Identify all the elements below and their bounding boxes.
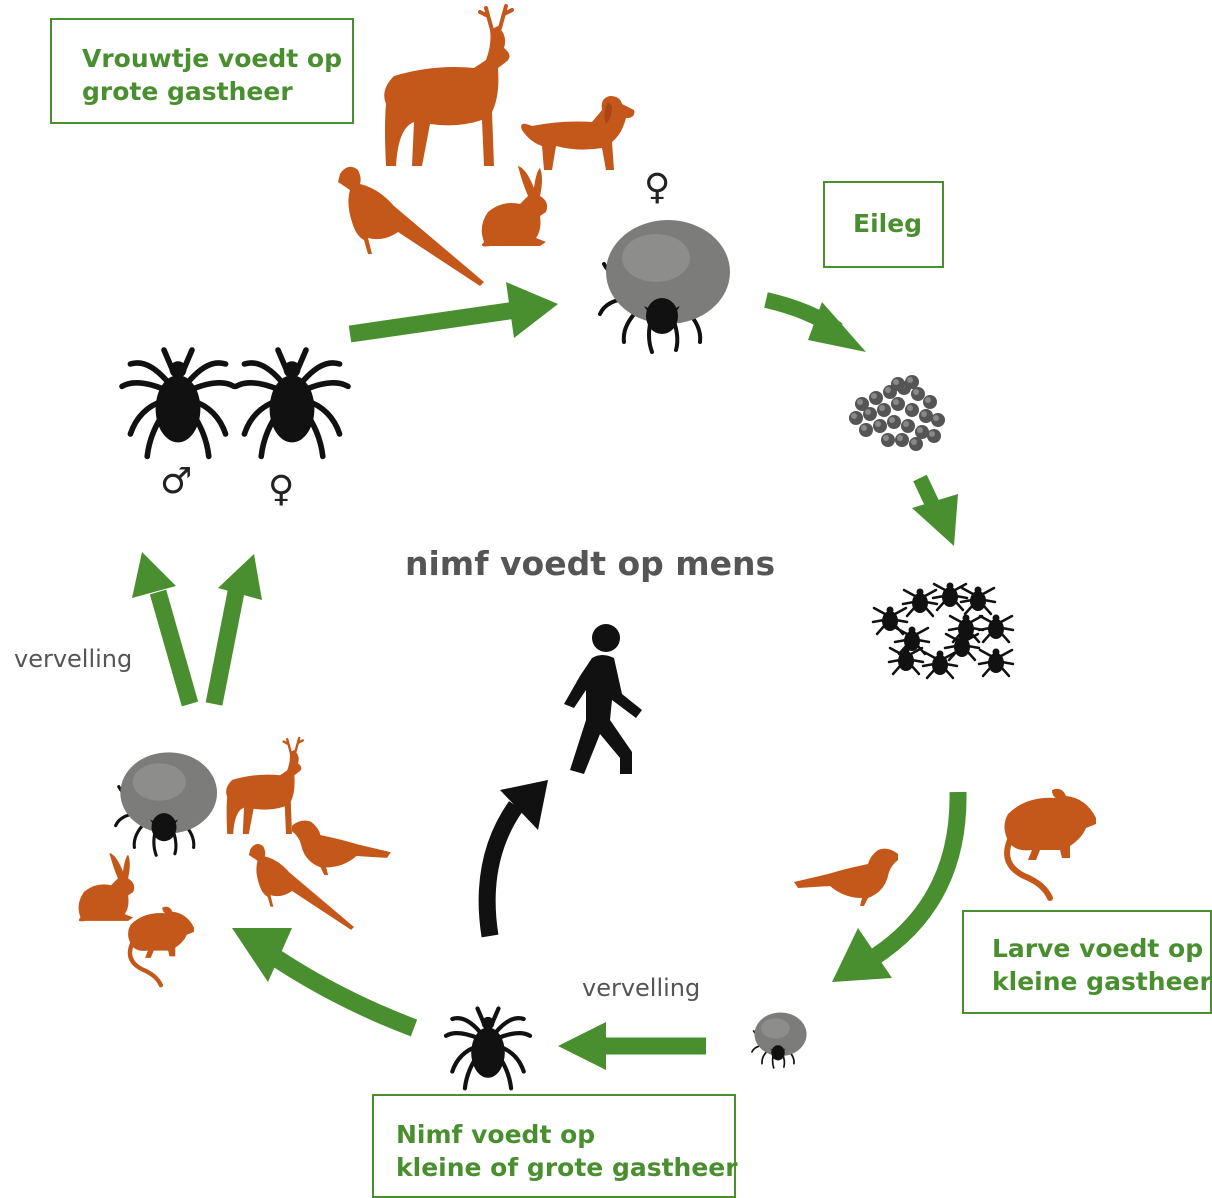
male-symbol: ♂ bbox=[160, 462, 192, 502]
mouse-icon bbox=[1004, 789, 1096, 898]
larva-feeds-box: Larve voedt op kleine gastheer bbox=[962, 910, 1212, 1014]
egg-cluster-icon bbox=[849, 375, 945, 451]
pheasant-icon bbox=[338, 167, 484, 286]
arrow-nymph-to-human bbox=[487, 780, 548, 936]
arrow-molting-to-nymph bbox=[558, 1022, 706, 1070]
nymph-feeds-line-1: Nimf voedt op bbox=[396, 1118, 734, 1151]
larvae-cluster-icon bbox=[873, 583, 1013, 679]
cycle-arrows bbox=[132, 282, 958, 1070]
dog-icon bbox=[521, 96, 634, 170]
engorged-larva-tick-icon bbox=[752, 1012, 807, 1067]
arrow-female-to-eggs bbox=[766, 300, 866, 352]
bird-icon bbox=[794, 849, 898, 906]
female-feeds-box: Vrouwtje voedt op grote gastheer bbox=[50, 18, 354, 124]
female-symbol-adult: ♀ bbox=[268, 470, 294, 510]
mouse-small-icon bbox=[128, 907, 194, 986]
center-label: nimf voedt op mens bbox=[405, 544, 775, 583]
arrow-adults-to-female bbox=[350, 282, 558, 338]
deer-small-icon bbox=[226, 738, 303, 834]
deer-icon bbox=[384, 6, 512, 166]
bird-small-icon bbox=[292, 821, 391, 875]
egg-laying-box: Eileg bbox=[823, 181, 944, 268]
molting-label-left: vervelling bbox=[14, 645, 132, 673]
arrow-nymph-to-hosts bbox=[232, 928, 414, 1028]
male-tick-icon bbox=[122, 350, 234, 456]
arrow-eggs-to-larvae bbox=[912, 478, 958, 546]
walking-person-icon bbox=[564, 624, 642, 774]
egg-laying-line-1: Eileg bbox=[853, 207, 942, 240]
engorged-nymph-tick-icon bbox=[116, 752, 217, 855]
arrow-molting-to-male bbox=[132, 552, 190, 704]
female-tick-icon bbox=[236, 350, 348, 456]
female-feeds-line-2: grote gastheer bbox=[82, 75, 352, 108]
nymph-feeds-box: Nimf voedt op kleine of grote gastheer bbox=[372, 1094, 736, 1198]
larva-feeds-line-2: kleine gastheer bbox=[992, 965, 1210, 998]
larva-feeds-line-1: Larve voedt op bbox=[992, 932, 1210, 965]
nymph-tick-icon bbox=[446, 1009, 530, 1089]
arrow-molting-to-female bbox=[214, 554, 262, 704]
nymph-feeds-line-2: kleine of grote gastheer bbox=[396, 1151, 734, 1184]
engorged-female-tick-icon bbox=[600, 220, 730, 352]
molting-label-bottom: vervelling bbox=[582, 974, 700, 1002]
female-feeds-line-1: Vrouwtje voedt op bbox=[82, 42, 352, 75]
rabbit-small-icon bbox=[79, 853, 135, 921]
female-symbol-top: ♀ bbox=[644, 168, 670, 208]
rabbit-icon bbox=[482, 166, 547, 247]
